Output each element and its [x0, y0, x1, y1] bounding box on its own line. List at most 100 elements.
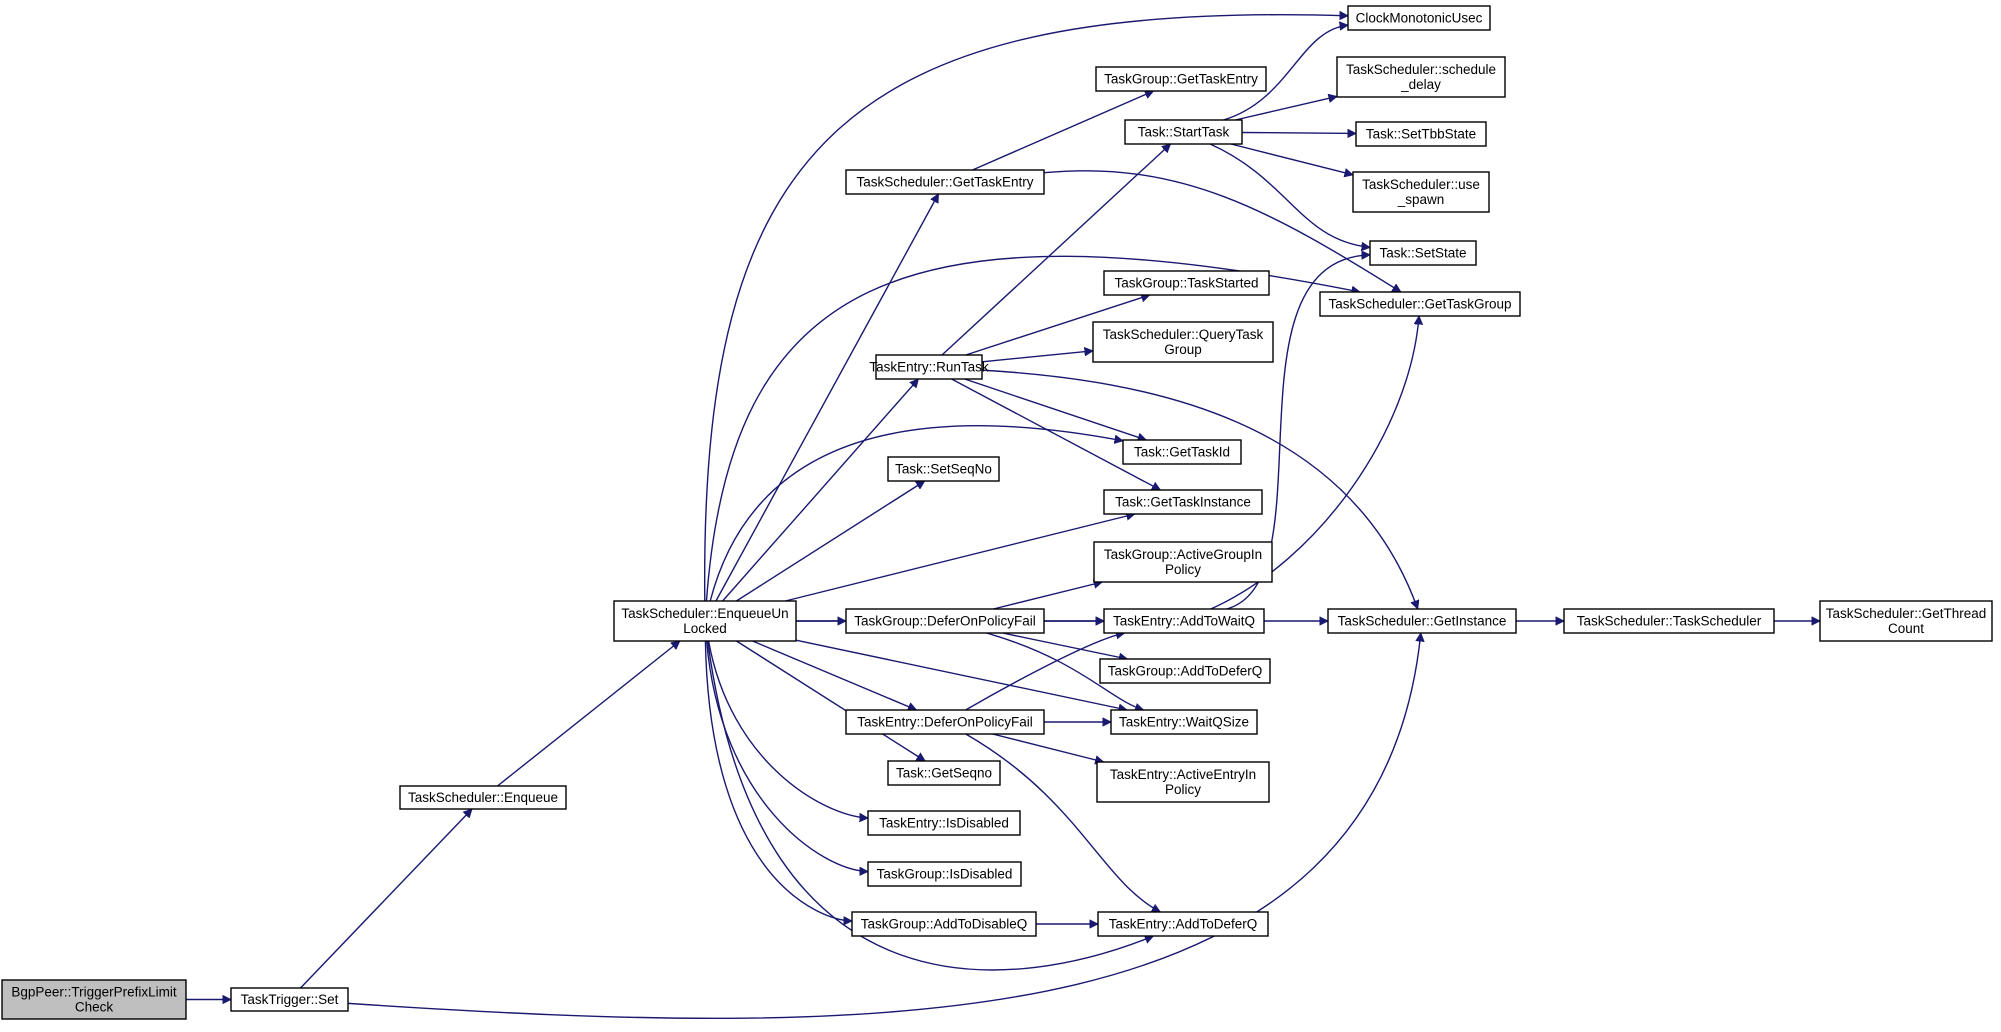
edge-te_deferonpolicyfail-to-te_activeentryinpolicy: [992, 733, 1104, 762]
node-box: [1096, 761, 1270, 803]
node-ts-schedule-delay[interactable]: TaskScheduler::schedule_delay: [1336, 56, 1506, 98]
edge-ts_enqueue_unlocked-to-task_gettaskid: [709, 424, 1123, 602]
edge-te_runtask-to-ts_getinstance: [981, 369, 1418, 609]
node-box: [1352, 171, 1490, 213]
node-box: [875, 354, 983, 380]
node-te-runtask[interactable]: TaskEntry::RunTask: [869, 354, 989, 380]
node-label-line: TaskGroup::AddToDeferQ: [1108, 664, 1263, 679]
edge-te_addtowaitq-to-ts_gettaskgroup: [1210, 316, 1419, 610]
node-box: [399, 785, 567, 810]
node-tg-taskstarted[interactable]: TaskGroup::TaskStarted: [1103, 270, 1270, 296]
edge-te_deferonpolicyfail-to-te_addtowaitq: [965, 633, 1125, 711]
node-box: [867, 810, 1021, 836]
node-ts-gettaskgroup[interactable]: TaskScheduler::GetTaskGroup: [1319, 291, 1521, 317]
edge-ts_enqueue_unlocked-to-te_waitqsize: [795, 639, 1127, 710]
node-tg-addtodisableq[interactable]: TaskGroup::AddToDisableQ: [851, 911, 1037, 937]
node-clock[interactable]: ClockMonotonicUsec: [1347, 5, 1491, 31]
node-ts-taskscheduler[interactable]: TaskScheduler::TaskScheduler: [1563, 608, 1775, 634]
node-box: [1369, 240, 1477, 266]
node-box: [887, 760, 1001, 786]
node-label-line: TaskEntry::IsDisabled: [879, 816, 1009, 831]
node-label-line: TaskScheduler::GetThread: [1826, 606, 1987, 621]
node-task-gettaskid[interactable]: Task::GetTaskId: [1122, 439, 1242, 465]
node-tt-set[interactable]: TaskTrigger::Set: [230, 987, 349, 1012]
node-task-setseqno[interactable]: Task::SetSeqNo: [887, 456, 1000, 482]
node-label-line: TaskScheduler::QueryTask: [1103, 327, 1264, 342]
edge-ts_enqueue_unlocked-to-tg_isdisabled: [705, 640, 868, 872]
node-tg-gettaskentry[interactable]: TaskGroup::GetTaskEntry: [1095, 66, 1267, 92]
node-label-line: TaskScheduler::TaskScheduler: [1577, 614, 1762, 629]
edge-task_starttask-to-ts_use_spawn: [1230, 143, 1353, 175]
node-box: [845, 169, 1045, 195]
edge-te_runtask-to-task_gettaskid: [964, 378, 1147, 440]
node-box: [845, 608, 1045, 634]
edge-te_runtask-to-ts_querytaskgroup: [981, 351, 1093, 363]
node-task-starttask[interactable]: Task::StartTask: [1124, 119, 1243, 145]
node-box: [845, 709, 1045, 735]
node-label-line: Check: [75, 1000, 114, 1015]
node-task-getseqno[interactable]: Task::GetSeqno: [887, 760, 1001, 786]
edge-ts_gettaskentry-to-ts_gettaskgroup: [1043, 170, 1401, 293]
node-label-line: Policy: [1165, 562, 1201, 577]
node-tg-addtodeferq[interactable]: TaskGroup::AddToDeferQ: [1099, 658, 1271, 684]
node-task-gettaskinstance[interactable]: Task::GetTaskInstance: [1103, 489, 1263, 515]
node-box: [1092, 321, 1274, 363]
node-box: [613, 600, 797, 642]
node-label-line: TaskScheduler::EnqueueUn: [621, 606, 788, 621]
node-box: [851, 911, 1037, 937]
node-ts-use-spawn[interactable]: TaskScheduler::use_spawn: [1352, 171, 1490, 213]
edge-te_runtask-to-tg_taskstarted: [965, 295, 1150, 356]
edge-te_runtask-to-task_gettaskinstance: [951, 378, 1161, 491]
edge-ts_enqueue_unlocked-to-te_runtask: [722, 379, 919, 602]
node-te-addtowaitq[interactable]: TaskEntry::AddToWaitQ: [1103, 608, 1265, 634]
node-te-waitqsize[interactable]: TaskEntry::WaitQSize: [1110, 709, 1258, 735]
edge-tt_set-to-ts_enqueue: [300, 809, 472, 989]
node-label-line: TaskGroup::DeferOnPolicyFail: [854, 614, 1036, 629]
node-ts-enqueue[interactable]: TaskScheduler::Enqueue: [399, 785, 567, 810]
edge-tt_set-to-ts_getinstance: [347, 633, 1421, 1020]
edge-tg_deferonpolicyfail-to-te_waitqsize: [986, 632, 1144, 710]
node-box: [867, 861, 1022, 887]
edge-ts_enqueue_unlocked-to-ts_gettaskgroup: [705, 255, 1360, 602]
node-label-line: TaskScheduler::use: [1362, 177, 1480, 192]
node-te-addtodeferq[interactable]: TaskEntry::AddToDeferQ: [1097, 911, 1269, 937]
node-label-line: Task::StartTask: [1138, 125, 1230, 140]
node-te-isdisabled[interactable]: TaskEntry::IsDisabled: [867, 810, 1021, 836]
edge-task_starttask-to-clock: [1223, 25, 1348, 121]
edge-tg_deferonpolicyfail-to-tg_activegroupinpolicy: [993, 582, 1102, 610]
edge-tg_deferonpolicyfail-to-tg_addtodeferq: [1002, 632, 1128, 659]
node-te-deferonpolicyfail[interactable]: TaskEntry::DeferOnPolicyFail: [845, 709, 1045, 735]
node-label-line: _delay: [1400, 77, 1441, 92]
node-tg-deferonpolicyfail[interactable]: TaskGroup::DeferOnPolicyFail: [845, 608, 1045, 634]
node-box: [1819, 600, 1993, 642]
edge-task_starttask-to-task_settbbstate: [1241, 132, 1356, 133]
edge-ts_enqueue_unlocked-to-task_getseqno: [736, 640, 925, 762]
node-task-settbbstate[interactable]: Task::SetTbbState: [1355, 121, 1487, 147]
node-label-line: TaskEntry::RunTask: [869, 360, 989, 375]
edge-task_starttask-to-task_setstate: [1209, 143, 1370, 247]
node-label-line: _spawn: [1397, 192, 1445, 207]
node-label-line: ClockMonotonicUsec: [1356, 11, 1483, 26]
node-label-line: Task::GetSeqno: [896, 766, 992, 781]
node-box: [1327, 608, 1517, 634]
node-box: [1, 979, 187, 1020]
edge-ts_enqueue_unlocked-to-task_setseqno: [736, 480, 924, 602]
edge-ts_enqueue_unlocked-to-ts_gettaskentry: [715, 194, 940, 602]
node-label-line: Task::GetTaskId: [1134, 445, 1230, 460]
node-ts-getinstance[interactable]: TaskScheduler::GetInstance: [1327, 608, 1517, 634]
node-ts-gettaskentry[interactable]: TaskScheduler::GetTaskEntry: [845, 169, 1045, 195]
node-label-line: Task::SetState: [1379, 246, 1466, 261]
node-box: [1110, 709, 1258, 735]
node-tg-isdisabled[interactable]: TaskGroup::IsDisabled: [867, 861, 1022, 887]
node-task-setstate[interactable]: Task::SetState: [1369, 240, 1477, 266]
node-label-line: Count: [1888, 621, 1924, 636]
node-box: [1355, 121, 1487, 147]
